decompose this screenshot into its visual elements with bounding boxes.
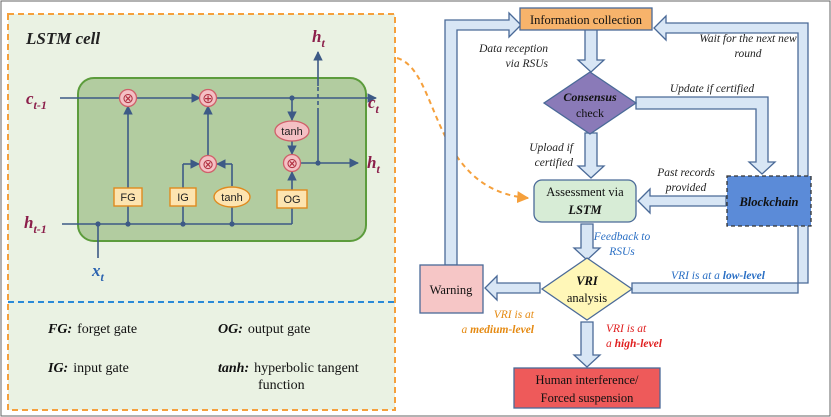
svg-text:Assessment via: Assessment via <box>546 185 624 199</box>
blockchain-box: Blockchain <box>726 175 812 227</box>
legend-fg: FG:forget gate <box>47 322 137 337</box>
svg-text:Human interference/: Human interference/ <box>535 373 639 387</box>
arrow-info-to-consensus <box>576 27 606 73</box>
label-c-out: ct <box>368 93 380 116</box>
svg-text:check: check <box>576 106 604 120</box>
mult-op-forget: ⊗ <box>118 88 138 108</box>
arrow-blockchain-to-assessment <box>637 187 727 215</box>
svg-text:FG: FG <box>120 192 135 204</box>
add-op-cell: ⊕ <box>198 88 218 108</box>
arrow-consensus-to-assessment <box>576 132 606 179</box>
svg-text:Information collection: Information collection <box>530 13 643 27</box>
label-h-prev: ht-1 <box>24 213 47 236</box>
human-interference-box: Human interference/ Forced suspension <box>513 367 661 409</box>
lstm-link-dashed <box>396 57 530 204</box>
gate-og: OG <box>276 189 308 209</box>
note-high-1: VRI is at <box>606 323 647 335</box>
note-data-reception-1: Data reception <box>478 43 548 55</box>
arrow-warning-loop <box>444 11 522 266</box>
vri-diamond: VRI analysis <box>540 257 634 321</box>
note-data-reception-2: via RSUs <box>506 58 549 70</box>
gate-fg: FG <box>113 187 143 207</box>
mult-op-output: ⊗ <box>282 153 302 173</box>
arrow-low-level-loop <box>631 14 809 294</box>
flowchart: Information collection Consensus check A… <box>419 7 812 409</box>
svg-text:IG: IG <box>177 192 189 204</box>
svg-text:LSTM: LSTM <box>567 203 602 217</box>
gate-ig: IG <box>169 187 197 207</box>
tanh-top-node: tanh <box>274 120 310 142</box>
assessment-box: Assessment via LSTM <box>533 179 637 223</box>
svg-text:⊗: ⊗ <box>122 90 134 106</box>
legend: FG:forget gate OG:output gate IG:input g… <box>47 322 359 393</box>
label-h-out-top: ht <box>312 27 325 50</box>
label-h-out-right: ht <box>367 153 380 176</box>
svg-text:analysis: analysis <box>567 291 607 305</box>
junction-dots <box>95 95 321 227</box>
consensus-diamond: Consensus check <box>542 71 638 135</box>
gate-tanh: tanh <box>213 186 251 208</box>
svg-text:Warning: Warning <box>430 283 473 297</box>
note-medium-1: VRI is at <box>494 309 535 321</box>
note-past-records-1: Past records <box>656 167 715 179</box>
svg-text:Consensus: Consensus <box>563 90 617 104</box>
flow-annotations: Data reception via RSUs Wait for the nex… <box>462 33 797 350</box>
svg-text:Blockchain: Blockchain <box>738 195 798 209</box>
note-past-records-2: provided <box>665 182 707 194</box>
note-feedback-1: Feedback to <box>593 231 651 243</box>
flow-arrows <box>444 11 809 368</box>
legend-og: OG:output gate <box>218 322 311 337</box>
legend-ig: IG:input gate <box>47 361 129 376</box>
svg-text:⊗: ⊗ <box>202 156 214 172</box>
label-c-prev: ct-1 <box>26 89 47 112</box>
note-wait-1: Wait for the next new <box>699 33 797 45</box>
svg-text:⊗: ⊗ <box>286 155 298 171</box>
note-wait-2: round <box>734 48 761 60</box>
note-low-level: VRI is at a low-level <box>671 270 766 282</box>
arrow-vri-to-warning <box>484 274 541 302</box>
svg-text:tanh: tanh <box>221 192 242 204</box>
svg-text:OG: OG <box>283 194 300 206</box>
lstm-panel: LSTM cell <box>7 13 396 411</box>
note-high-2: a high-level <box>606 338 663 350</box>
arrow-vri-to-human <box>572 321 602 368</box>
note-upload-2: certified <box>535 157 574 169</box>
warning-box: Warning <box>419 264 484 314</box>
lstm-wires <box>60 51 377 258</box>
info-collection-box: Information collection <box>519 7 653 31</box>
arrow-consensus-to-blockchain <box>635 96 777 175</box>
legend-tanh-cont: function <box>258 378 305 393</box>
arrow-assessment-to-vri <box>572 223 602 261</box>
svg-text:VRI: VRI <box>576 274 599 288</box>
mult-op-input: ⊗ <box>198 154 218 174</box>
svg-text:Forced suspension: Forced suspension <box>541 391 634 405</box>
note-upload-1: Upload if <box>529 142 575 154</box>
svg-text:⊕: ⊕ <box>202 90 214 106</box>
lstm-title: LSTM cell <box>25 29 100 48</box>
note-medium-2: a medium-level <box>462 324 535 336</box>
svg-text:tanh: tanh <box>281 126 302 138</box>
legend-tanh: tanh:hyperbolic tangent <box>218 361 359 376</box>
label-x-in: xt <box>91 261 105 284</box>
note-feedback-2: RSUs <box>608 246 635 258</box>
note-update-if-certified: Update if certified <box>670 83 755 95</box>
